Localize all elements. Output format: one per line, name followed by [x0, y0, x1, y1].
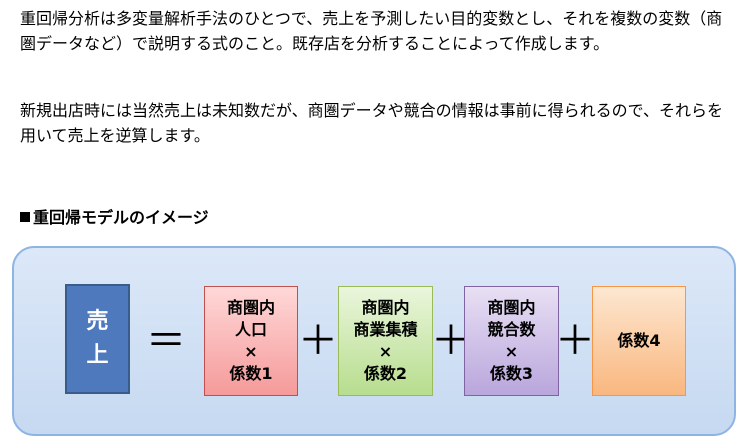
sales-box: 売 上: [65, 284, 130, 394]
term-line: ×: [244, 342, 258, 361]
term-line: ×: [378, 342, 393, 361]
equals-sign: ＝: [146, 318, 186, 364]
term-line: 競合数: [487, 320, 536, 339]
paragraph-regression-definition: 重回帰分析は多変量解析手法のひとつで、売上を予測したい目的変数とし、それを複数の…: [20, 9, 723, 53]
sales-label-line: 上: [86, 343, 109, 368]
term-competitors-box: 商圏内 競合数 × 係数3: [464, 286, 559, 396]
section-heading-label: 重回帰モデルのイメージ: [33, 208, 209, 227]
paragraph-new-store-prediction: 新規出店時には当然売上は未知数だが、商圏データや競合の情報は事前に得られるので、…: [20, 101, 724, 145]
sales-label-line: 売: [86, 309, 109, 334]
term-line: 係数4: [617, 331, 661, 350]
term-line: ×: [504, 342, 519, 361]
plus-sign: ＋: [555, 318, 595, 364]
term-line: 係数1: [229, 364, 273, 383]
term-line: 商業集積: [353, 320, 418, 339]
term-line: 係数3: [489, 364, 534, 383]
term-constant-box: 係数4: [592, 286, 686, 396]
term-population-box: 商圏内 人口 × 係数1: [204, 286, 298, 396]
term-line: 商圏内: [361, 298, 410, 317]
term-line: 係数2: [363, 364, 408, 383]
section-heading: 重回帰モデルのイメージ: [20, 206, 209, 230]
plus-sign: ＋: [298, 318, 338, 364]
term-line: 商圏内: [487, 298, 536, 317]
term-commercial-box: 商圏内 商業集積 × 係数2: [338, 286, 433, 396]
square-bullet-icon: [20, 212, 30, 222]
term-line: 人口: [234, 320, 267, 339]
term-line: 商圏内: [226, 298, 275, 317]
